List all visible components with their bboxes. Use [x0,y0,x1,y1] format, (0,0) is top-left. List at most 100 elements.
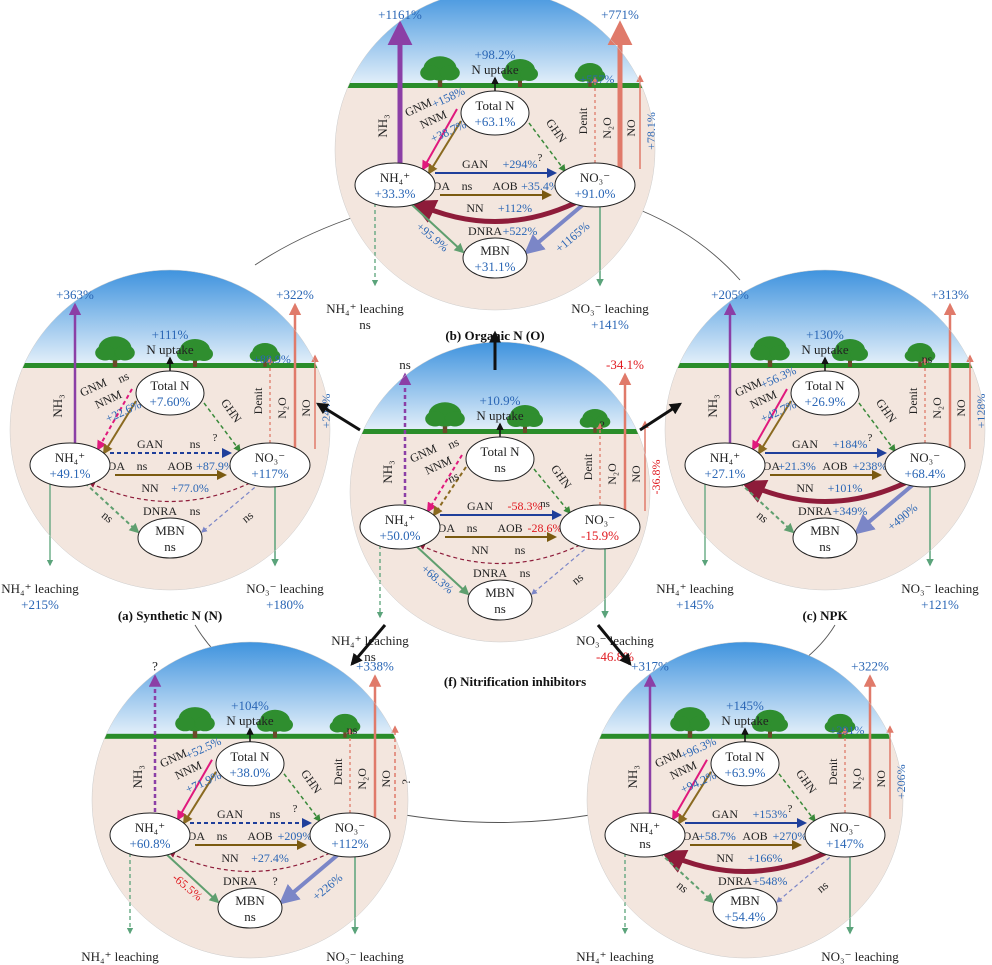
aob-value: +209% [278,829,313,843]
center-arrow [315,402,361,432]
dnra-value: +522% [503,224,538,238]
nh4-label: NH₄⁺ [380,170,410,185]
dnra-label: DNRA [223,874,257,888]
ino3-arrow [201,482,261,533]
inh4-arrow [739,482,795,534]
mbn-label: MBN [480,243,510,258]
nh4-leaching-value: +145% [676,597,714,612]
no3-leaching-label: NO₃⁻ leaching [246,581,324,596]
nh4-leaching-label: NH₄⁺ leaching [1,581,79,596]
mbn-node [792,517,858,559]
mbn-value: ns [244,909,256,924]
gan-value: ns [270,807,281,821]
nh4-value: ns [639,836,651,851]
tree-icon [175,707,215,738]
panel-circle [9,269,331,591]
no3-leaching-label: NO₃⁻ leaching [901,581,979,596]
mbn-node [137,517,203,559]
n2o-top-value: +338% [356,658,394,673]
denit-label: Denit [576,107,590,134]
gan-label: GAN [137,437,163,451]
no3-leaching-label: NO₃⁻ leaching [821,949,899,964]
no3-node [554,162,636,208]
nh3-value: +363% [56,287,94,302]
mbn-value: +54.4% [725,909,766,924]
n2o-label: N₂O [600,117,614,139]
nn-value: +166% [748,851,783,865]
nh4-label: NH₄⁺ [630,820,660,835]
nh4-label: NH₄⁺ [385,512,415,527]
ghn-arrow [528,122,566,173]
ino3-arrow [531,544,591,595]
aob-label: AOB [742,829,767,843]
dnra-value: ns [520,566,531,580]
dnra-arrow [660,850,827,874]
ino3-arrow [523,201,587,255]
nn-label: NN [221,851,239,865]
ino3-arrow [853,481,917,535]
n2o-label: N₂O [355,768,369,790]
mbn-value: ns [164,539,176,554]
ino3-arrow [776,852,836,903]
tree-icon [95,336,135,368]
tree-icon [257,709,293,738]
nnm-arrow [677,771,712,825]
gnm-arrow [177,759,213,821]
aob-value: +87.9% [196,459,234,473]
n2o-top-value: +313% [931,287,969,302]
nh3-label: NH₃ [375,114,390,137]
ghn-arrow [533,468,571,515]
gan-value: +153% [753,807,788,821]
total-n-value: +7.60% [150,394,191,409]
n2o-label: N₂O [605,463,619,485]
aob-label: AOB [822,459,847,473]
n2o-label: N₂O [275,397,289,419]
total-n-value: +26.9% [805,394,846,409]
denit-label: Denit [331,758,345,785]
uptake-value: +130% [806,327,844,342]
total-n-value: +63.9% [725,765,766,780]
no-label: NO [874,770,888,788]
total-n-label: Total N [480,444,520,459]
no-value: -36.8% [649,460,663,495]
total-n-value: +38.0% [230,765,271,780]
nh4-node [29,442,111,488]
ghn-arrow [858,402,896,453]
no-label: NO [624,119,638,137]
nh3-value: ns [399,357,411,372]
ghn-value: ns [540,498,550,510]
no3-leaching-label: NO₃⁻ leaching [576,633,654,648]
nh4-leaching-label: NH₄⁺ leaching [656,581,734,596]
no-value: +78.1% [644,112,658,150]
dnra-label: DNRA [473,566,507,580]
ino3-arrow [278,851,342,905]
connector-lines [194,209,836,823]
n2o-top-value: +771% [601,7,639,22]
nnm-arrow [432,466,467,517]
no3-label: NO₃⁻ [910,450,940,465]
tree-icon [832,339,868,367]
no3-node [559,504,641,550]
nh3-label: NH₃ [705,394,720,417]
nh3-label: NH₃ [380,460,395,483]
gnm-arrow [97,388,133,451]
dnra-label: DNRA [718,874,752,888]
nh4-node [359,504,441,550]
nnm-arrow [182,771,217,825]
total-n-label: Total N [725,749,765,764]
nnm-arrow [102,400,137,455]
total-n-value: ns [494,460,506,475]
total-n-node [135,370,205,416]
n-uptake-label: N uptake [801,342,849,357]
total-n-node [465,436,535,482]
center-arrow [639,402,683,432]
no3-leaching-value: +180% [266,597,304,612]
no-label: NO [379,770,393,788]
panel-title-f: (f) Nitrification inhibitors [444,674,586,689]
nn-label: NN [796,481,814,495]
tree-icon [177,339,213,367]
center-arrow [350,624,387,666]
nn-label: NN [466,201,484,215]
mbn-value: +31.1% [475,259,516,274]
